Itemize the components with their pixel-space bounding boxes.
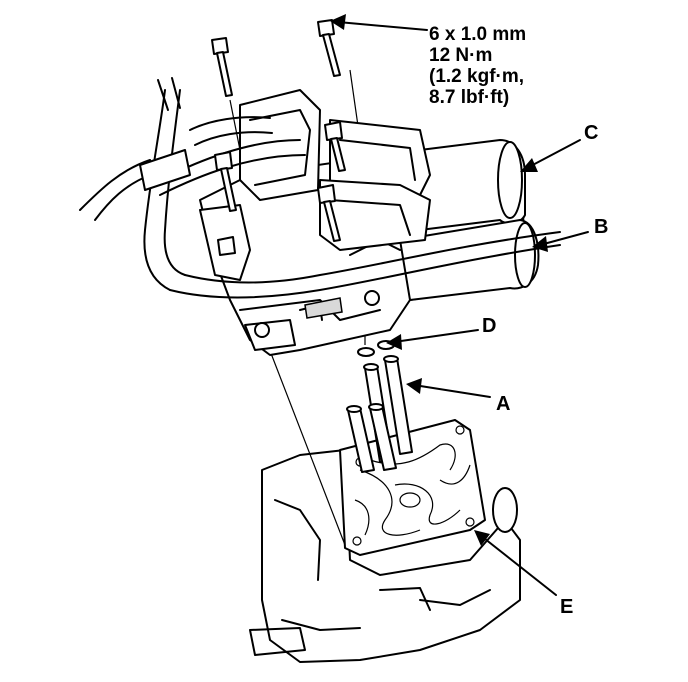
callout-b: B bbox=[594, 216, 609, 238]
callout-a: A bbox=[496, 393, 511, 415]
alignment-lines bbox=[229, 69, 366, 546]
oil-pipes-a bbox=[346, 355, 413, 473]
leader-lines bbox=[330, 14, 589, 596]
torque-kgfm-label: (1.2 kgf·m, bbox=[429, 66, 525, 87]
torque-nm-label: 12 N·m bbox=[429, 45, 493, 66]
torque-lbfft-label: 8.7 lbf·ft) bbox=[429, 87, 510, 108]
bolt-size-label: 6 x 1.0 mm bbox=[429, 24, 527, 45]
callout-e: E bbox=[560, 596, 574, 618]
mounting-bolts bbox=[211, 19, 346, 256]
bolt-torque-spec: 6 x 1.0 mm 12 N·m (1.2 kgf·m, 8.7 lbf·ft… bbox=[429, 24, 526, 108]
callout-d: D bbox=[482, 315, 497, 337]
callout-c: C bbox=[584, 122, 599, 144]
wire-harness bbox=[79, 77, 561, 299]
